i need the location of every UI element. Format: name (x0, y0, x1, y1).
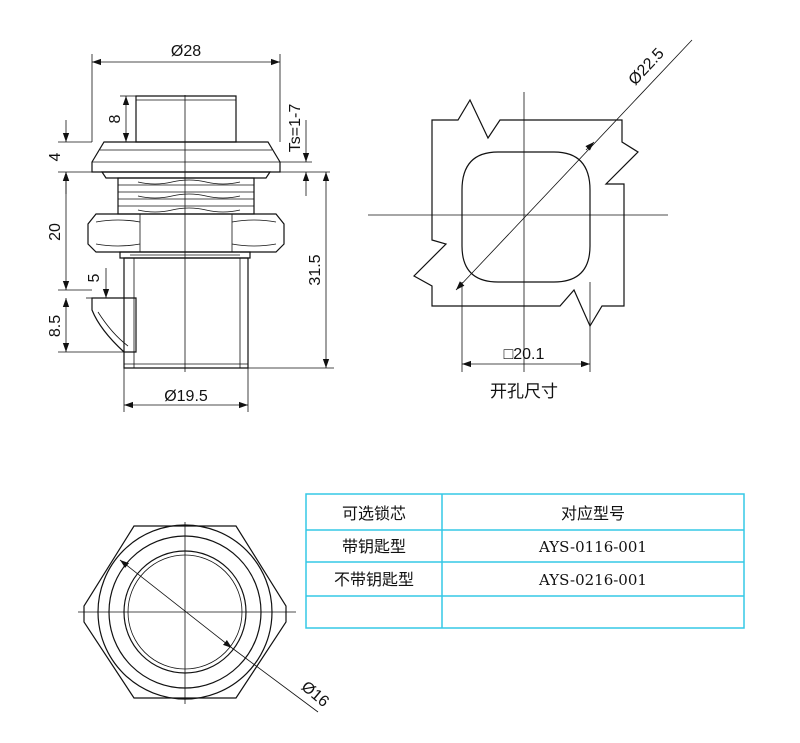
dim-cam-height: 8.5 (47, 315, 64, 337)
model-table: 可选锁芯 对应型号 带钥匙型 AYS-0116-001 不带钥匙型 AYS-02… (305, 493, 745, 629)
side-view: Ø28 8 4 20 5 8.5 Ts=1-7 31.5 (47, 43, 334, 412)
table-cell-core: 带钥匙型 (342, 537, 406, 556)
cutout-caption: 开孔尺寸 (490, 382, 558, 402)
dim-panel-thickness: Ts=1-7 (287, 104, 304, 153)
dim-cutout-circle: Ø22.5 (626, 45, 668, 89)
dim-outer-diameter: Ø28 (171, 43, 201, 60)
table-header-core: 可选锁芯 (342, 504, 406, 523)
dim-cam-offset: 5 (86, 273, 103, 282)
table-cell-core: 不带钥匙型 (334, 570, 414, 589)
front-view: Ø16 (78, 522, 332, 713)
dim-inner-diameter: Ø16 (298, 678, 332, 711)
dim-flange-thickness: 4 (47, 152, 64, 161)
table-cell-model: AYS-0216-001 (538, 571, 647, 589)
table-cell-model: AYS-0116-001 (538, 538, 647, 556)
dim-thread-length: 20 (47, 223, 64, 241)
dim-top-height: 8 (107, 114, 124, 123)
dim-total-length: 31.5 (307, 254, 324, 285)
dim-cutout-square: □20.1 (504, 346, 545, 363)
table-header-model: 对应型号 (561, 504, 625, 523)
dim-body-diameter: Ø19.5 (164, 388, 208, 405)
cutout-view: Ø22.5 □20.1 开孔尺寸 (368, 39, 693, 402)
